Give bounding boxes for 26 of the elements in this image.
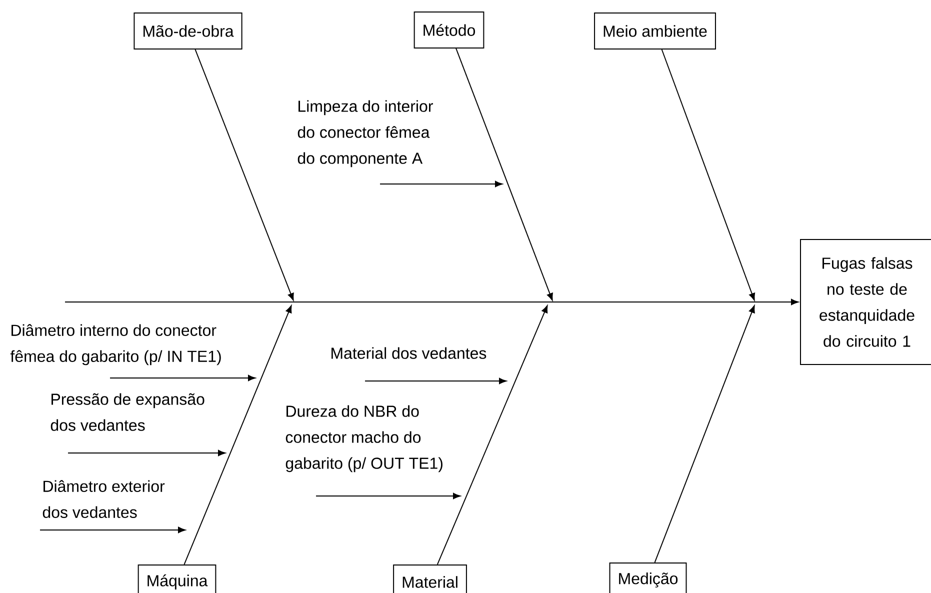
category-box: Máquina	[138, 564, 216, 593]
effect-box: Fugas falsas no teste de estanquidade do circuito 1	[800, 239, 931, 365]
arrow	[661, 49, 756, 301]
arrow	[68, 450, 226, 456]
arrow	[110, 374, 256, 382]
arrow	[364, 378, 507, 384]
cause-text: Material dos vedantes	[332, 347, 486, 359]
arrow	[184, 305, 292, 565]
cause-text: Dureza do NBR do conector macho do gabarito (p/ OUT TE1)	[286, 405, 442, 472]
arrow	[456, 48, 553, 301]
arrow	[40, 526, 186, 534]
category-box: Método	[414, 11, 484, 48]
category-box: Medição	[609, 562, 687, 593]
arrow	[316, 492, 461, 500]
cause-text: Diâmetro interno do conector fêmea do gabarito (p/ IN TE1)	[10, 324, 221, 366]
arrow	[194, 49, 294, 301]
arrow	[654, 305, 755, 563]
cause-text: Diâmetro exterior dos vedantes	[42, 480, 165, 518]
spine-arrow	[64, 298, 798, 306]
arrow	[436, 305, 548, 565]
category-box: Material	[393, 564, 467, 593]
category-box: Mão-de-obra	[134, 12, 242, 50]
arrow	[380, 180, 502, 188]
category-box: Meio ambiente	[594, 12, 716, 50]
cause-text: Pressão de expansão dos vedantes	[50, 393, 204, 431]
cause-text: Limpeza do interior do conector fêmea do componente A	[298, 100, 433, 168]
